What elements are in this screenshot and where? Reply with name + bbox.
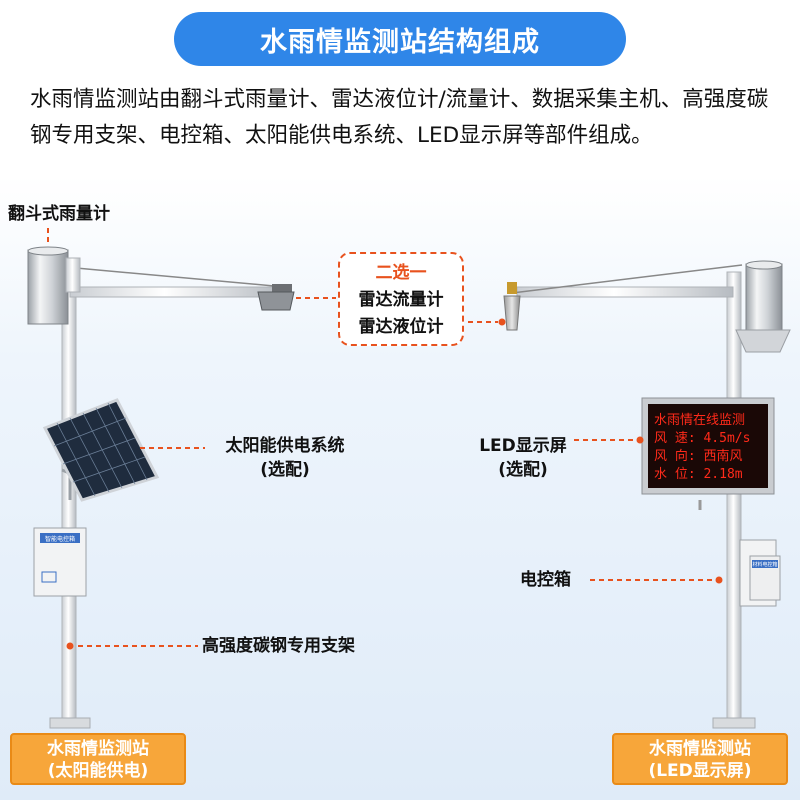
right-station: 水雨情在线监测 风 速: 4.5m/s 风 向: 西南风 水 位: 2.18m …	[468, 260, 791, 729]
radar-level-label: 雷达液位计	[358, 317, 444, 337]
left-station: 智能电控箱	[27, 228, 336, 729]
footer-right-line2: (LED显示屏)	[648, 761, 752, 781]
left-control-box-icon: 智能电控箱	[33, 527, 87, 597]
solar-optional: (选配)	[260, 460, 310, 480]
right-control-box-icon: 材料电控箱	[739, 539, 781, 607]
led-screen: 水雨情在线监测 风 速: 4.5m/s 风 向: 西南风 水 位: 2.18m	[641, 397, 775, 510]
led-line-1: 水雨情在线监测	[654, 413, 745, 428]
footer-right-line1: 水雨情监测站	[649, 739, 751, 759]
footer-left: 水雨情监测站 (太阳能供电)	[10, 733, 186, 785]
page-title: 水雨情监测站结构组成	[174, 12, 626, 66]
led-line-3: 风 向: 西南风	[654, 448, 742, 464]
footer-left-line1: 水雨情监测站	[47, 739, 149, 759]
right-box-label: 材料电控箱	[752, 561, 777, 568]
radar-sensor-icon	[257, 284, 295, 311]
solar-label: 太阳能供电系统	[225, 436, 345, 456]
intro-paragraph: 水雨情监测站由翻斗式雨量计、雷达液位计/流量计、数据采集主机、高强度碳钢专用支架…	[30, 87, 769, 148]
select-title: 二选一	[375, 263, 427, 283]
radar-level-sensor-icon	[503, 282, 521, 331]
led-label-group: LED显示屏 (选配)	[468, 434, 578, 482]
rain-gauge-icon	[27, 246, 81, 325]
led-label: LED显示屏	[479, 436, 567, 456]
radar-choice-box: 二选一 雷达流量计 雷达液位计	[338, 252, 464, 346]
control-box-label: 电控箱	[520, 570, 571, 590]
rain-gauge-icon	[735, 260, 791, 353]
led-optional: (选配)	[498, 460, 548, 480]
footer-left-line2: (太阳能供电)	[47, 761, 149, 781]
solar-label-group: 太阳能供电系统 (选配)	[210, 434, 360, 482]
led-line-4: 水 位: 2.18m	[654, 467, 743, 482]
radar-flow-label: 雷达流量计	[358, 290, 444, 310]
bracket-label: 高强度碳钢专用支架	[202, 636, 355, 656]
rain-gauge-label: 翻斗式雨量计	[8, 204, 110, 224]
footer-right: 水雨情监测站 (LED显示屏)	[612, 733, 788, 785]
solar-panel-icon	[42, 398, 160, 502]
led-line-2: 风 速: 4.5m/s	[654, 431, 750, 446]
left-box-label: 智能电控箱	[45, 535, 75, 543]
